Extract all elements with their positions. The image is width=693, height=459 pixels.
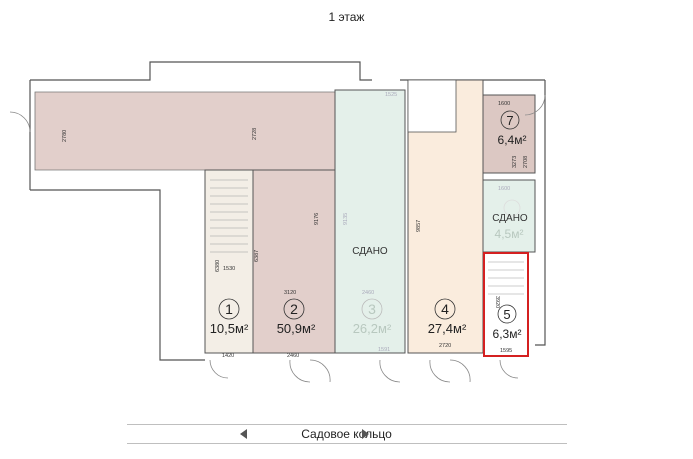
- dim-1420: 1420: [222, 353, 234, 359]
- room-7-area-label: 6,4м²: [498, 133, 527, 147]
- arrow-right-icon: [362, 429, 369, 439]
- room-labels: 1 10,5м² 2 50,9м² 3 26,2м² СДАНО 4 27,4м…: [210, 110, 528, 341]
- dim-1525: 1525: [385, 92, 397, 98]
- room-1-number: 1: [225, 301, 233, 317]
- dimension-labels: 2780 2728 9176 9135 9857 6380 6387 1530 …: [62, 92, 529, 359]
- dim-6380: 6380: [215, 260, 221, 272]
- dim-2460-top: 2460: [362, 290, 374, 296]
- room-2-number: 2: [290, 301, 298, 317]
- room-5-stairs: [488, 261, 524, 295]
- street-bar: [127, 424, 567, 444]
- room-5-badge: [497, 304, 517, 324]
- room-4-area-label: 27,4м²: [428, 321, 467, 336]
- room-1-area-label: 10,5м²: [210, 321, 249, 336]
- room-7-badge: [500, 110, 520, 130]
- room-3-area-label: 26,2м²: [353, 321, 392, 336]
- room-7-area[interactable]: [482, 94, 536, 174]
- dim-3273: 3273: [512, 156, 518, 168]
- dim-9176: 9176: [314, 213, 320, 225]
- room-3-status: СДАНО: [352, 246, 388, 257]
- room-5-area-label: 6,3м²: [493, 327, 522, 341]
- door-swings: [9, 94, 546, 383]
- room-4-badge: [434, 298, 456, 320]
- room-4-number: 4: [441, 301, 449, 317]
- room-2-area-label: 50,9м²: [277, 321, 316, 336]
- dim-9135: 9135: [343, 213, 349, 225]
- street-label: Садовое кольцо: [301, 427, 392, 441]
- room-2-badge: [283, 298, 305, 320]
- dim-9857: 9857: [416, 220, 422, 232]
- arrow-left-icon: [240, 429, 247, 439]
- dim-2720: 2720: [439, 343, 451, 349]
- dim-1530: 1530: [223, 266, 235, 272]
- room-3-area[interactable]: [334, 89, 406, 354]
- room-6-area-label: 4,5м²: [495, 227, 524, 241]
- dim-1600-top: 1600: [498, 101, 510, 107]
- room-5-number: 5: [503, 307, 510, 322]
- dim-2708: 2708: [523, 156, 529, 168]
- dim-1591: 1591: [378, 347, 390, 353]
- dim-3920: 3920: [494, 296, 500, 308]
- dim-2460-bottom: 2460: [287, 353, 299, 359]
- room-6-badge: [503, 199, 521, 217]
- restroom-block: [407, 79, 457, 133]
- corridor-area: [34, 91, 336, 171]
- room-7-number: 7: [506, 113, 513, 128]
- dim-2780: 2780: [62, 130, 68, 142]
- room-3-badge: [361, 298, 383, 320]
- room-6-area[interactable]: [482, 179, 536, 253]
- room-1-stairs: [210, 179, 248, 253]
- dim-2728: 2728: [252, 128, 258, 140]
- room-3-number: 3: [368, 301, 376, 317]
- dim-1600-mid: 1600: [498, 186, 510, 192]
- dim-3120: 3120: [284, 290, 296, 296]
- room-6-status: СДАНО: [492, 213, 528, 224]
- dim-6387: 6387: [254, 250, 260, 262]
- room-1-badge: [218, 298, 240, 320]
- floor-title: 1 этаж: [328, 10, 365, 24]
- dim-1595: 1595: [500, 348, 512, 354]
